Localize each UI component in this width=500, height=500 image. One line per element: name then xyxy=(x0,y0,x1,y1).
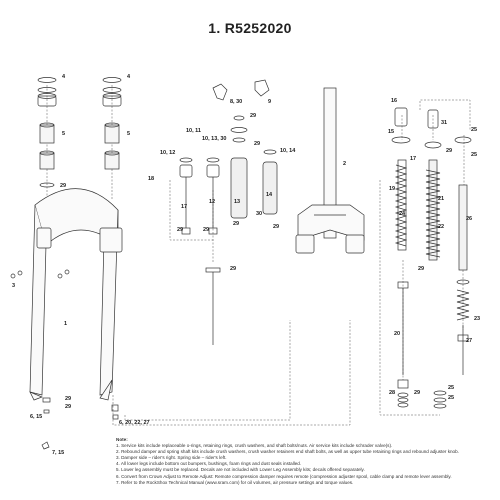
part-callout-c23: 23 xyxy=(474,316,480,322)
part-callout-c5a: 5 xyxy=(62,131,65,137)
note-line: 2. Rebound damper and spring shaft kits … xyxy=(116,449,459,455)
part-callout-c17: 17 xyxy=(181,204,187,210)
compression-damper-parts xyxy=(179,79,278,345)
part-callout-c10_12: 10, 12 xyxy=(160,150,175,156)
part-callout-c29c: 29 xyxy=(65,404,71,410)
part-callout-c29a: 29 xyxy=(60,183,66,189)
part-callout-c25b: 25 xyxy=(471,152,477,158)
part-callout-c22: 22 xyxy=(438,224,444,230)
part-callout-c29j: 29 xyxy=(230,266,236,272)
part-callout-c10_11: 10, 11 xyxy=(186,128,201,134)
part-callout-c29b: 29 xyxy=(65,396,71,402)
part-callout-c29e: 29 xyxy=(254,141,260,147)
part-callout-c9: 9 xyxy=(268,99,271,105)
note-line: 3. Damper side – rider's right. Spring s… xyxy=(116,455,227,461)
upper-bearing-stack-left xyxy=(37,77,57,188)
part-callout-c6_15: 6, 15 xyxy=(30,414,42,420)
part-callout-c29h: 29 xyxy=(233,221,239,227)
part-callout-c6_20: 6, 20, 22, 27 xyxy=(119,420,150,426)
notes-block: Note: 1. Service kits include replaceabl… xyxy=(116,437,496,486)
part-callout-c28: 28 xyxy=(389,390,395,396)
part-callout-c10_14: 10, 14 xyxy=(280,148,296,154)
part-callout-c29i: 29 xyxy=(273,224,279,230)
part-callout-c29f: 29 xyxy=(177,227,183,233)
crown-steerer-assembly xyxy=(295,87,365,254)
axle-bolts xyxy=(10,269,70,279)
part-callout-c7_15: 7, 15 xyxy=(52,450,64,456)
part-callout-c25a: 25 xyxy=(471,127,477,133)
part-callout-c29k: 29 xyxy=(446,148,452,154)
part-callout-c10_13: 10, 13, 30 xyxy=(202,136,226,142)
part-callout-c18: 18 xyxy=(148,176,154,182)
part-callout-c5b: 5 xyxy=(127,131,130,137)
part-callout-c25c: 25 xyxy=(448,385,454,391)
part-callout-c8_30: 8, 30 xyxy=(230,99,242,105)
part-callout-c24: 24 xyxy=(399,211,406,217)
part-callout-c4a: 4 xyxy=(62,74,66,80)
part-callout-c21: 21 xyxy=(438,196,444,202)
note-line: 4. All lower legs include bottom out bum… xyxy=(116,461,302,467)
part-callout-c29l: 29 xyxy=(418,266,424,272)
part-callout-c30: 30 xyxy=(256,211,262,217)
note-line: 1. Service kits include replaceable o-ri… xyxy=(116,443,393,449)
part-callout-c20: 20 xyxy=(394,331,400,337)
part-callout-c12: 12 xyxy=(209,199,215,205)
note-line: 6. Convert from Crown Adjust to Remote A… xyxy=(116,473,452,479)
part-callout-c2: 2 xyxy=(343,161,346,167)
notes-heading: Note: xyxy=(116,437,128,442)
part-callout-c14: 14 xyxy=(266,192,273,198)
bottom-small-parts xyxy=(41,397,119,450)
part-callout-c16: 16 xyxy=(391,98,397,104)
note-line: 5. Lower leg assembly must be replaced. … xyxy=(116,467,365,473)
damper-side-parts xyxy=(424,109,472,409)
part-callout-c31: 31 xyxy=(441,120,447,126)
upper-bearing-stack-right xyxy=(102,77,122,170)
page-title: 1. R5252020 xyxy=(208,20,292,36)
note-line: 7. Refer to the RockShox Technical Manua… xyxy=(116,479,354,485)
part-callout-c3: 3 xyxy=(12,283,15,289)
part-callout-c25d: 25 xyxy=(448,395,454,401)
lower-leg-assembly xyxy=(29,188,123,401)
part-callout-c19: 19 xyxy=(389,186,395,192)
part-callout-c27: 27 xyxy=(466,338,472,344)
part-callout-c1: 1 xyxy=(64,321,67,327)
part-callout-c26: 26 xyxy=(466,216,472,222)
part-callout-c4b: 4 xyxy=(127,74,131,80)
spring-side-parts xyxy=(391,107,411,408)
part-callout-c17b: 17 xyxy=(410,156,416,162)
part-callout-c29d: 29 xyxy=(250,113,256,119)
part-callout-c29g: 29 xyxy=(203,227,209,233)
part-callout-c29m: 29 xyxy=(414,390,420,396)
part-callout-c15: 15 xyxy=(388,129,394,135)
part-callout-c13: 13 xyxy=(234,199,240,205)
